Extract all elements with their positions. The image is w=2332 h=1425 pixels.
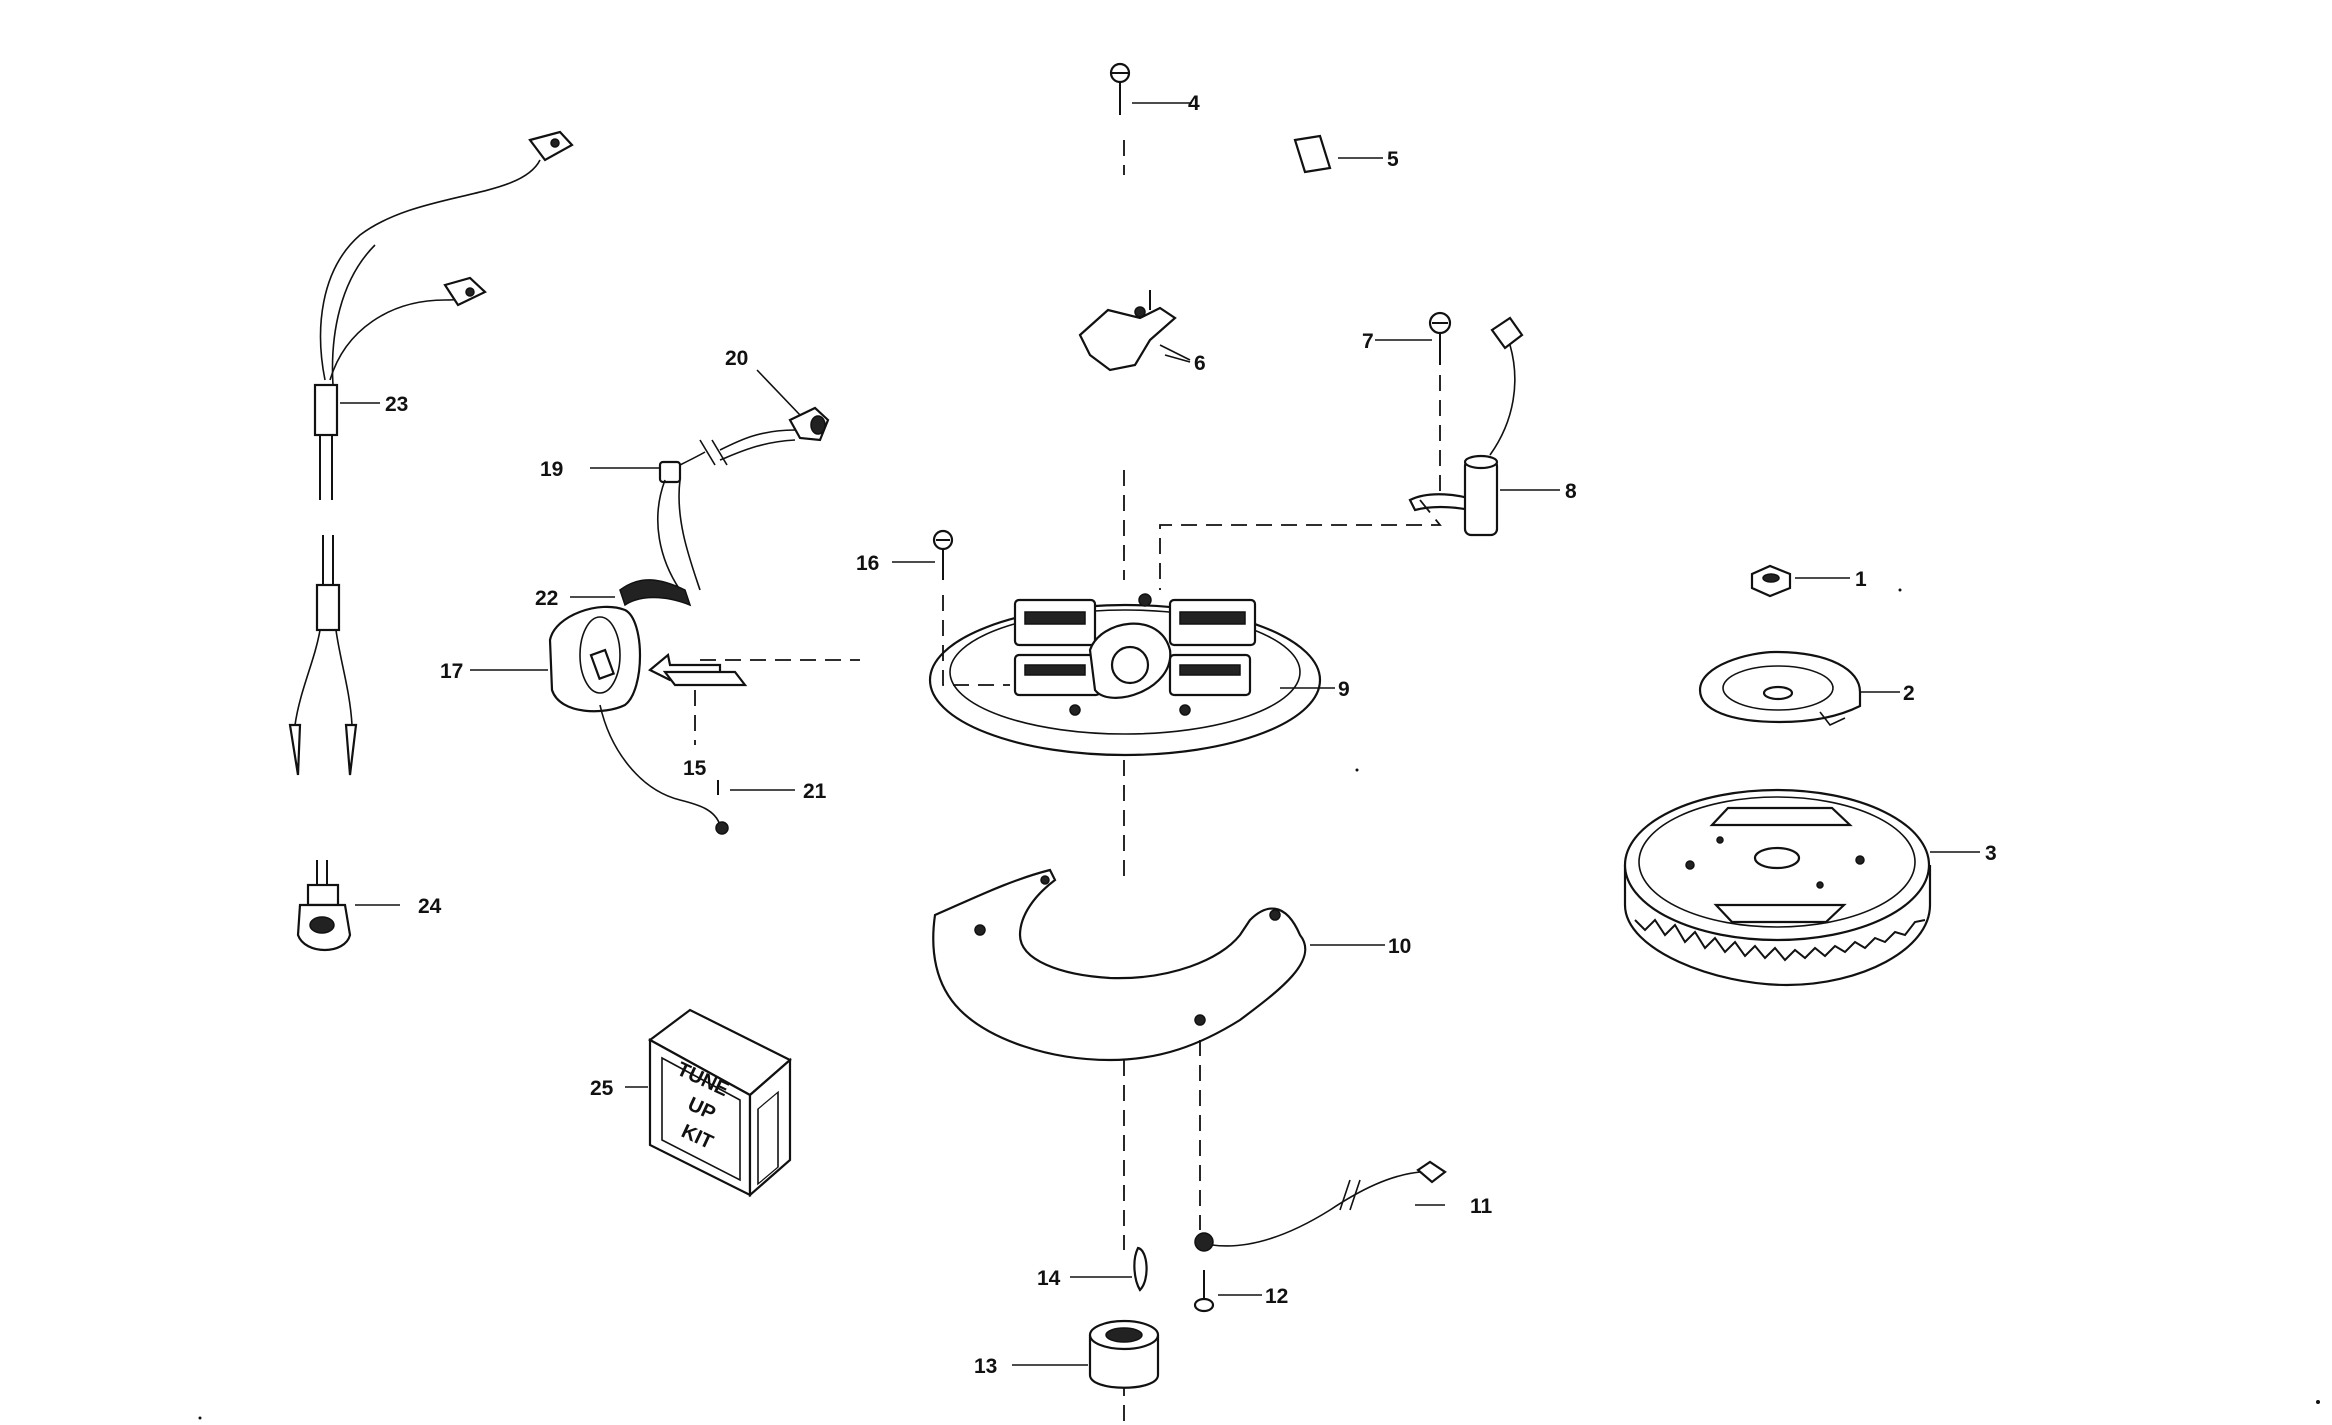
stator-plate-9: 9 — [928, 593, 1350, 757]
screw-7: 7 — [1362, 311, 1452, 500]
label-8: 8 — [1565, 480, 1577, 503]
label-12: 12 — [1265, 1285, 1288, 1308]
label-16: 16 — [856, 552, 879, 575]
label-25: 25 — [590, 1077, 614, 1100]
felt-5: 5 — [1293, 134, 1399, 174]
clip-19: 19 — [540, 451, 706, 484]
label-10: 10 — [1388, 935, 1411, 958]
ground-wire-11: 11 — [1194, 1160, 1493, 1252]
spark-boot-20: 20 — [699, 347, 830, 466]
label-7: 7 — [1362, 330, 1374, 353]
tune-up-kit-25: TUNE UP KIT 25 — [590, 1008, 792, 1198]
label-11: 11 — [1470, 1195, 1493, 1218]
label-21: 21 — [803, 780, 827, 803]
label-13: 13 — [974, 1355, 997, 1378]
label-2: 2 — [1903, 682, 1915, 705]
label-19: 19 — [540, 458, 563, 481]
breaker-points-6: 6 — [1078, 290, 1206, 375]
wire-harness-23: 23 — [288, 130, 574, 776]
switch-24: 24 — [296, 860, 442, 952]
retainer-plate-10: 10 — [932, 868, 1411, 1230]
flywheel-3: 3 — [1623, 788, 1997, 987]
label-17: 17 — [440, 660, 463, 683]
bushing-13: 13 — [974, 1319, 1160, 1389]
label-9: 9 — [1338, 678, 1350, 701]
label-23: 23 — [385, 393, 408, 416]
label-1: 1 — [1855, 568, 1867, 591]
shim-15: 15 — [662, 670, 748, 780]
label-22: 22 — [535, 587, 558, 610]
ignition-coil-17: 22 17 — [440, 479, 860, 835]
pin-21: 21 — [717, 780, 827, 803]
screw-4: 4 — [1109, 62, 1200, 115]
nut-1: 1 — [1750, 564, 1867, 598]
screw-16: 16 — [856, 529, 1010, 686]
label-5: 5 — [1387, 148, 1399, 171]
label-3: 3 — [1985, 842, 1997, 865]
washer-plate-2: 2 — [1698, 650, 1915, 726]
label-24: 24 — [418, 895, 442, 918]
screw-12: 12 — [1193, 1270, 1288, 1313]
key-14: 14 — [1037, 1246, 1148, 1292]
label-14: 14 — [1037, 1267, 1061, 1290]
condenser-8: 8 — [1159, 316, 1577, 590]
label-15: 15 — [683, 757, 707, 780]
label-4: 4 — [1188, 92, 1200, 115]
label-6: 6 — [1194, 352, 1206, 375]
label-20: 20 — [725, 347, 748, 370]
